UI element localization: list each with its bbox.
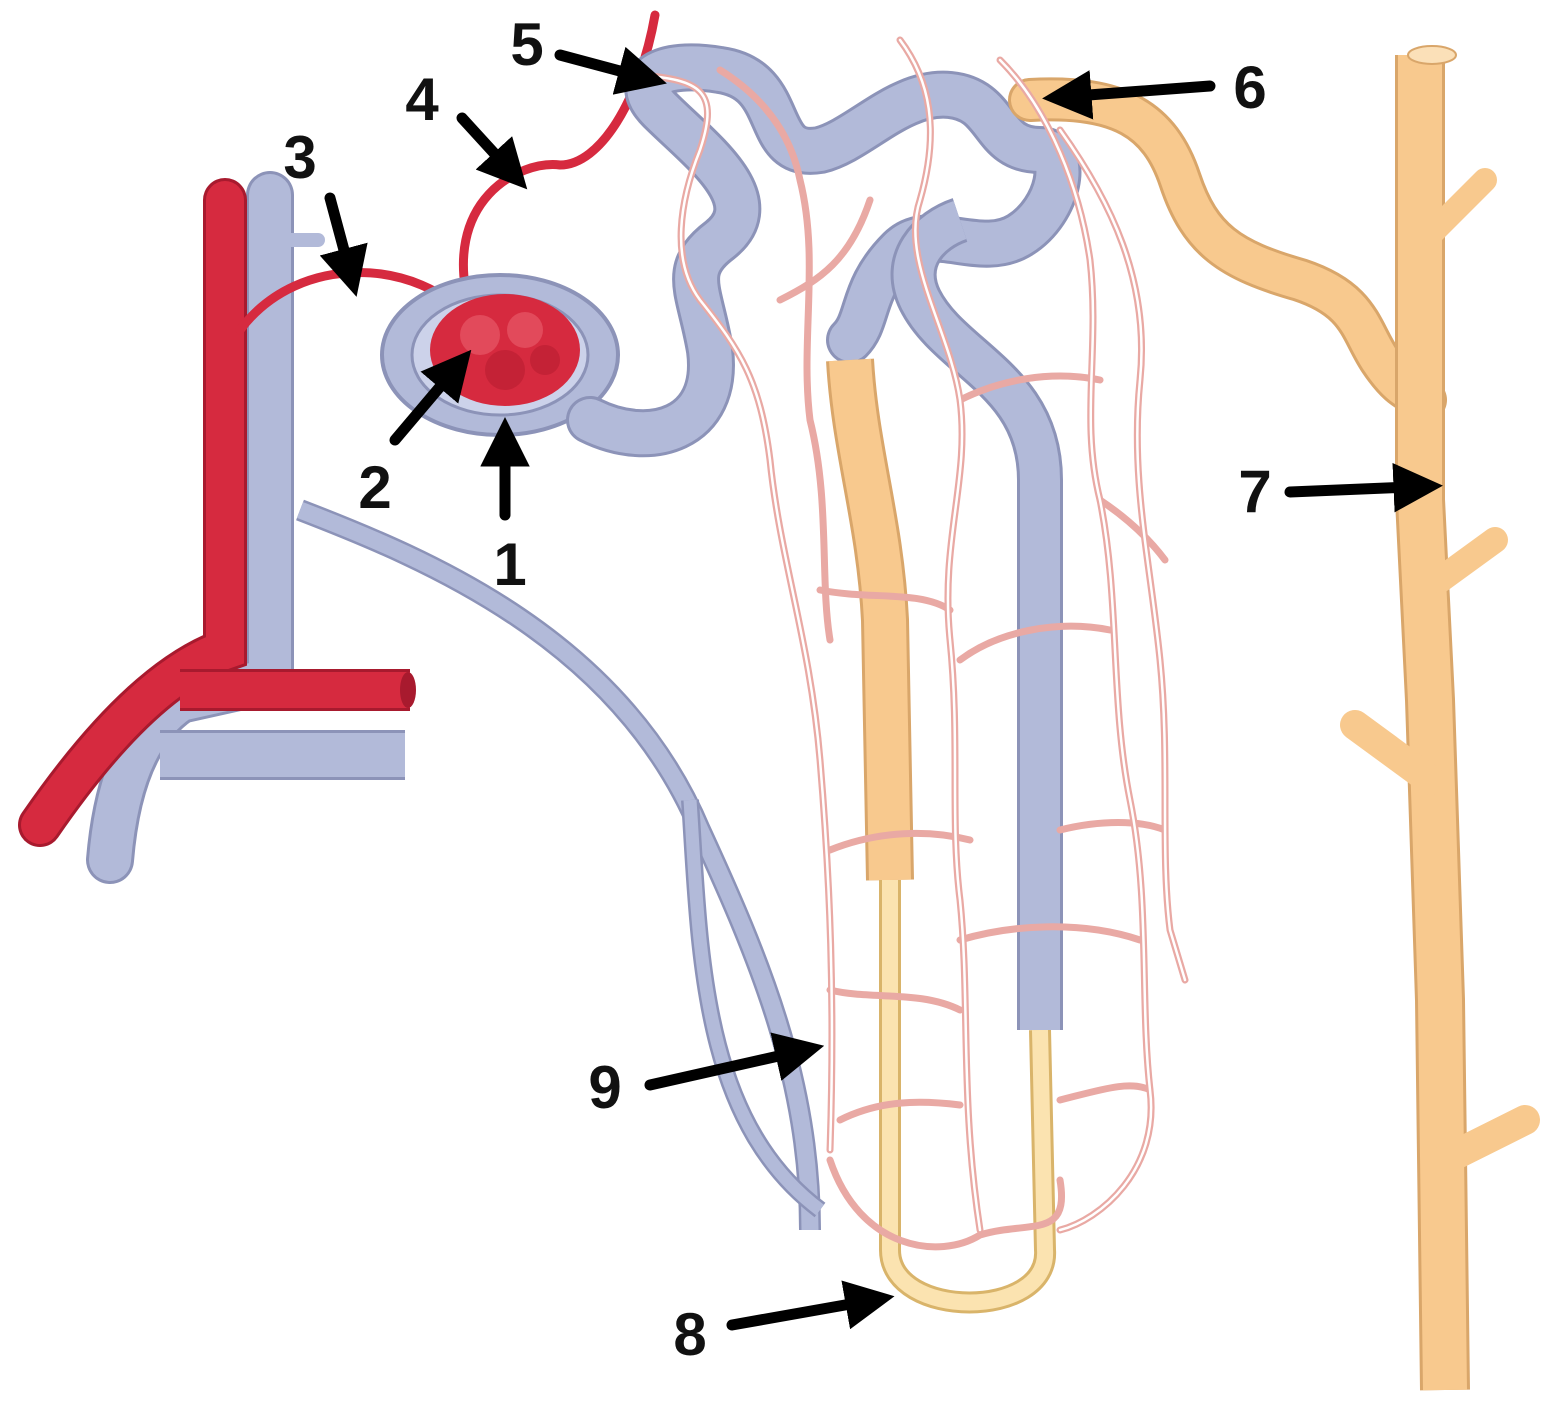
arrow-8 <box>732 1302 862 1325</box>
label-5: 5 <box>510 11 543 78</box>
label-7: 7 <box>1238 458 1271 525</box>
arrow-4 <box>462 118 505 165</box>
glomerulus <box>430 294 580 406</box>
label-1: 1 <box>493 531 526 598</box>
label-3: 3 <box>283 124 316 191</box>
arrow-5 <box>560 55 635 75</box>
label-2: 2 <box>358 454 391 521</box>
arrow-7 <box>1290 487 1410 492</box>
label-9: 9 <box>588 1054 621 1121</box>
arrow-3 <box>330 198 348 265</box>
collecting-duct <box>1355 46 1525 1390</box>
label-6: 6 <box>1233 54 1266 121</box>
label-4: 4 <box>405 66 439 133</box>
label-8: 8 <box>673 1301 706 1368</box>
